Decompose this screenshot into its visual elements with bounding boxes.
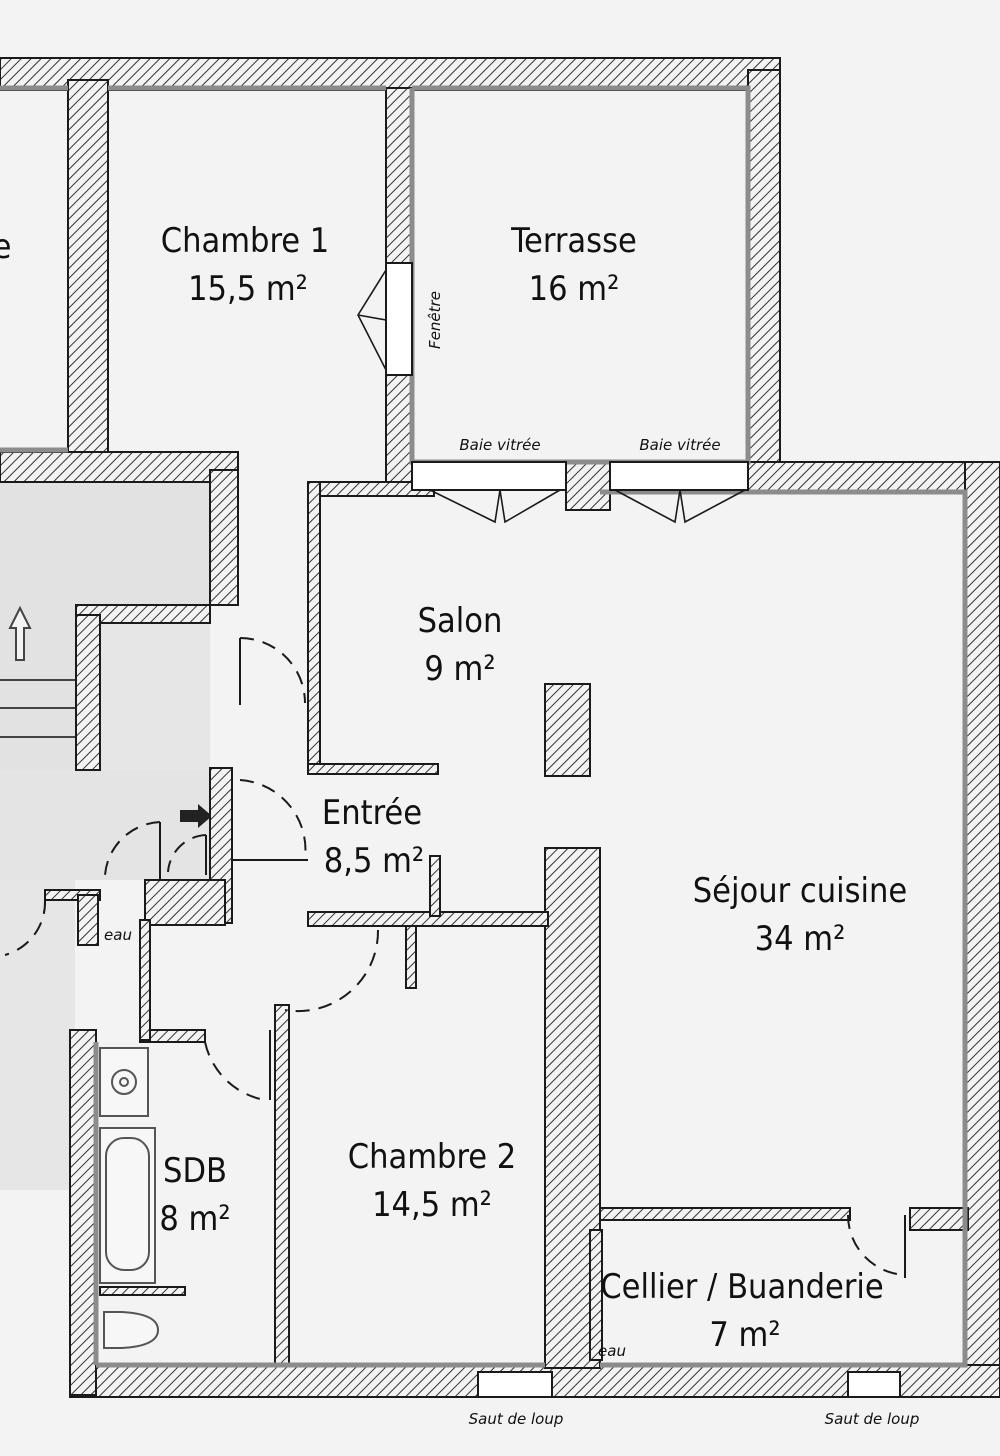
entrance-arrow-icon: [180, 804, 212, 828]
chambre1-area: 15,5 m²: [188, 269, 308, 309]
salon-area: 9 m²: [424, 649, 495, 689]
up-arrow-icon: [8, 605, 32, 661]
terrasse-name: Terrasse: [510, 221, 637, 261]
entree-area: 8,5 m²: [324, 841, 424, 881]
salon-name: Salon: [418, 601, 503, 641]
saut-label-2: Saut de loup: [825, 1410, 920, 1428]
washbasin-icon: [99, 1047, 149, 1117]
sdb-area: 8 m²: [159, 1199, 230, 1239]
eau-label-2: eau: [598, 1342, 626, 1360]
chambre2-name: Chambre 2: [348, 1137, 517, 1177]
chambre1-name: Chambre 1: [161, 221, 330, 261]
eau-label-1: eau: [104, 926, 132, 944]
toilet-icon: [103, 1311, 160, 1349]
sejour-name: Séjour cuisine: [693, 871, 908, 911]
saut-label-1: Saut de loup: [469, 1410, 564, 1428]
sdb-name: SDB: [163, 1151, 227, 1191]
door-swings: [4, 637, 906, 1276]
walls: [0, 57, 1000, 1398]
terrasse-area: 16 m²: [529, 269, 620, 309]
door-leaves: [159, 638, 906, 1278]
sejour-area: 34 m²: [755, 919, 846, 959]
fenetre-label: Fenêtre: [426, 291, 444, 349]
chambre2-area: 14,5 m²: [372, 1185, 492, 1225]
window-swings: [357, 269, 746, 524]
cellier-name: Cellier / Buanderie: [600, 1267, 883, 1307]
bathroom-fixtures: [99, 1047, 160, 1349]
stair-steps: [0, 679, 75, 738]
entree-name: Entrée: [322, 793, 422, 833]
cutoff-label: e: [0, 227, 11, 267]
cellier-area: 7 m²: [709, 1315, 780, 1355]
openings: [385, 262, 901, 1398]
baie-label-2: Baie vitrée: [639, 436, 720, 454]
baie-label-1: Baie vitrée: [459, 436, 540, 454]
